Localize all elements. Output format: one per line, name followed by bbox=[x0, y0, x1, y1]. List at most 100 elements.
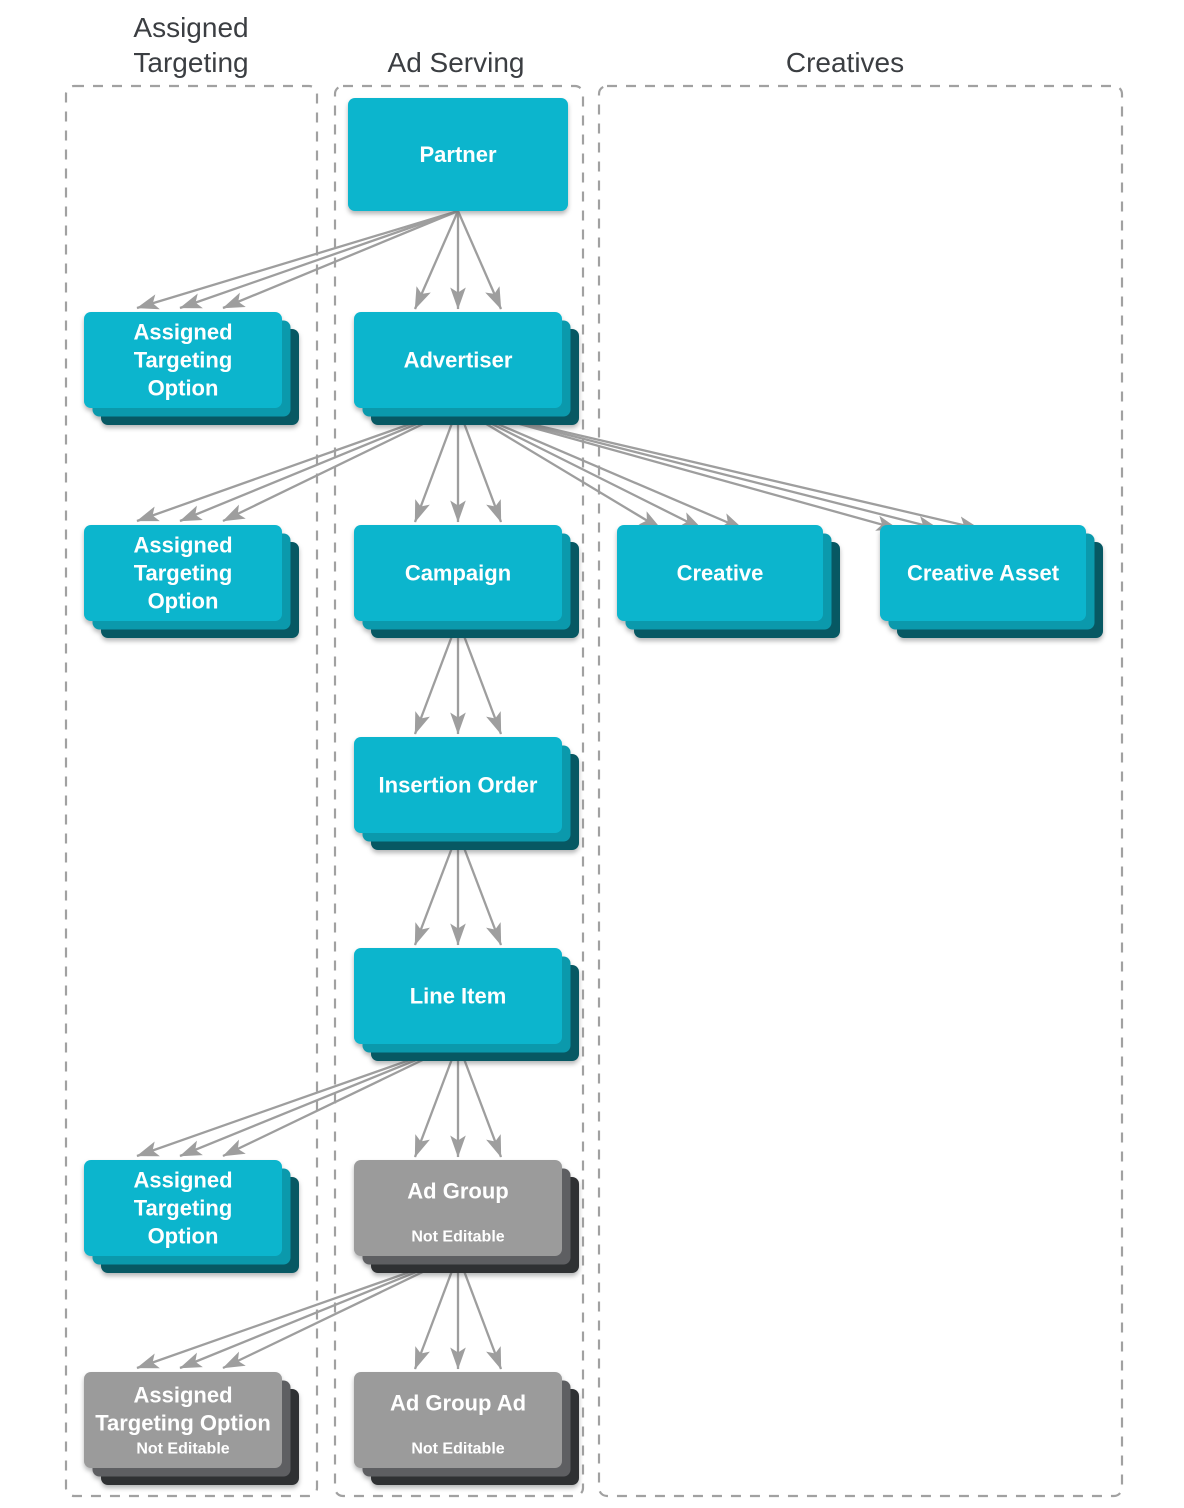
node-label: Partner bbox=[419, 142, 496, 167]
edge-line bbox=[179, 405, 459, 523]
edge-line bbox=[222, 1041, 459, 1158]
node-box bbox=[84, 1160, 282, 1256]
node-label: Targeting Option bbox=[95, 1411, 271, 1436]
node-box bbox=[84, 312, 282, 408]
edge-ad-group-to-ato-4 bbox=[136, 1253, 459, 1370]
edge-line bbox=[456, 1042, 503, 1158]
column-header-creatives: Creatives bbox=[786, 47, 904, 78]
edge-line bbox=[413, 1254, 460, 1370]
edge-partner-to-ato-1 bbox=[136, 209, 459, 310]
edge-line bbox=[179, 1041, 459, 1158]
edge-campaign-to-insertion-order bbox=[413, 619, 503, 735]
node-box bbox=[354, 737, 562, 833]
node-label: Line Item bbox=[410, 984, 507, 1009]
edge-line bbox=[457, 406, 662, 530]
edge-line bbox=[222, 1253, 459, 1370]
node-advertiser: Advertiser bbox=[354, 312, 579, 425]
edge-line bbox=[457, 405, 981, 532]
edge-advertiser-to-campaign bbox=[413, 406, 503, 523]
node-label: Targeting bbox=[134, 348, 233, 373]
column-container-assigned-targeting bbox=[64, 84, 319, 1498]
edge-line bbox=[222, 209, 459, 310]
nodes: PartnerAssignedTargetingOptionAdvertiser… bbox=[84, 98, 1103, 1485]
node-label: Option bbox=[148, 1224, 219, 1249]
edge-ad-group-to-ad-group-ad bbox=[413, 1254, 503, 1370]
node-label: Ad Group Ad bbox=[390, 1391, 526, 1416]
edge-line bbox=[456, 1254, 503, 1370]
edge-line bbox=[413, 406, 460, 523]
node-box bbox=[354, 312, 562, 408]
edge-line bbox=[457, 405, 703, 531]
edge-line bbox=[136, 1041, 459, 1158]
column-container-creatives bbox=[597, 84, 1124, 1498]
edge-line bbox=[457, 405, 940, 532]
edge-line bbox=[413, 831, 460, 946]
edge-line bbox=[179, 209, 459, 310]
column-header-assigned-targeting-line1: Assigned bbox=[133, 12, 248, 43]
edge-line bbox=[456, 406, 503, 523]
node-box bbox=[354, 1372, 562, 1468]
edge-line-item-to-ato-3 bbox=[136, 1041, 459, 1158]
edge-line bbox=[136, 1253, 459, 1370]
node-label: Assigned bbox=[133, 1168, 232, 1193]
node-campaign: Campaign bbox=[354, 525, 579, 638]
edges bbox=[136, 209, 981, 1370]
node-partner: Partner bbox=[348, 98, 568, 211]
edge-line-item-to-ad-group bbox=[413, 1042, 503, 1158]
column-header-ad-serving: Ad Serving bbox=[388, 47, 525, 78]
edge-line bbox=[222, 405, 459, 523]
node-label: Insertion Order bbox=[379, 773, 538, 798]
node-label: Targeting bbox=[134, 561, 233, 586]
node-label: Assigned bbox=[133, 533, 232, 558]
node-creative: Creative bbox=[617, 525, 840, 638]
node-label: Ad Group bbox=[407, 1179, 508, 1204]
edge-line bbox=[136, 209, 459, 310]
edge-line bbox=[456, 831, 503, 946]
edge-line bbox=[456, 619, 503, 735]
node-creative-asset: Creative Asset bbox=[880, 525, 1103, 638]
node-label: Option bbox=[148, 376, 219, 401]
node-box bbox=[348, 98, 568, 211]
edge-advertiser-to-creative bbox=[457, 405, 744, 531]
node-label: Creative Asset bbox=[907, 561, 1060, 586]
node-label: Creative bbox=[677, 561, 764, 586]
node-box bbox=[354, 525, 562, 621]
node-ad-group-ad: Ad Group Ad Not Editable bbox=[354, 1372, 579, 1485]
node-sublabel: Not Editable bbox=[411, 1441, 504, 1458]
node-sublabel: Not Editable bbox=[136, 1441, 229, 1458]
edge-advertiser-to-creative-asset bbox=[457, 405, 981, 532]
column-container-ad-serving bbox=[333, 84, 585, 1498]
edge-line bbox=[136, 405, 459, 523]
node-box bbox=[84, 525, 282, 621]
node-label: Advertiser bbox=[404, 348, 513, 373]
node-sublabel: Not Editable bbox=[411, 1229, 504, 1246]
edge-line bbox=[457, 405, 899, 531]
node-label: Assigned bbox=[133, 320, 232, 345]
node-box bbox=[354, 1160, 562, 1256]
edge-line bbox=[179, 1253, 459, 1370]
edge-line bbox=[413, 619, 460, 735]
edge-advertiser-to-ato-2 bbox=[136, 405, 459, 523]
node-box bbox=[354, 948, 562, 1044]
edge-insertion-order-to-line-item bbox=[413, 831, 503, 946]
edge-line bbox=[413, 210, 460, 310]
edge-line bbox=[413, 1042, 460, 1158]
column-header-assigned-targeting-line2: Targeting bbox=[133, 47, 248, 78]
node-box bbox=[617, 525, 823, 621]
node-box bbox=[84, 1372, 282, 1468]
node-line-item: Line Item bbox=[354, 948, 579, 1061]
node-label: Targeting bbox=[134, 1196, 233, 1221]
node-label: Campaign bbox=[405, 561, 511, 586]
node-insertion-order: Insertion Order bbox=[354, 737, 579, 850]
edge-line bbox=[457, 405, 744, 531]
edge-partner-to-advertiser bbox=[413, 210, 503, 310]
node-label: Option bbox=[148, 589, 219, 614]
